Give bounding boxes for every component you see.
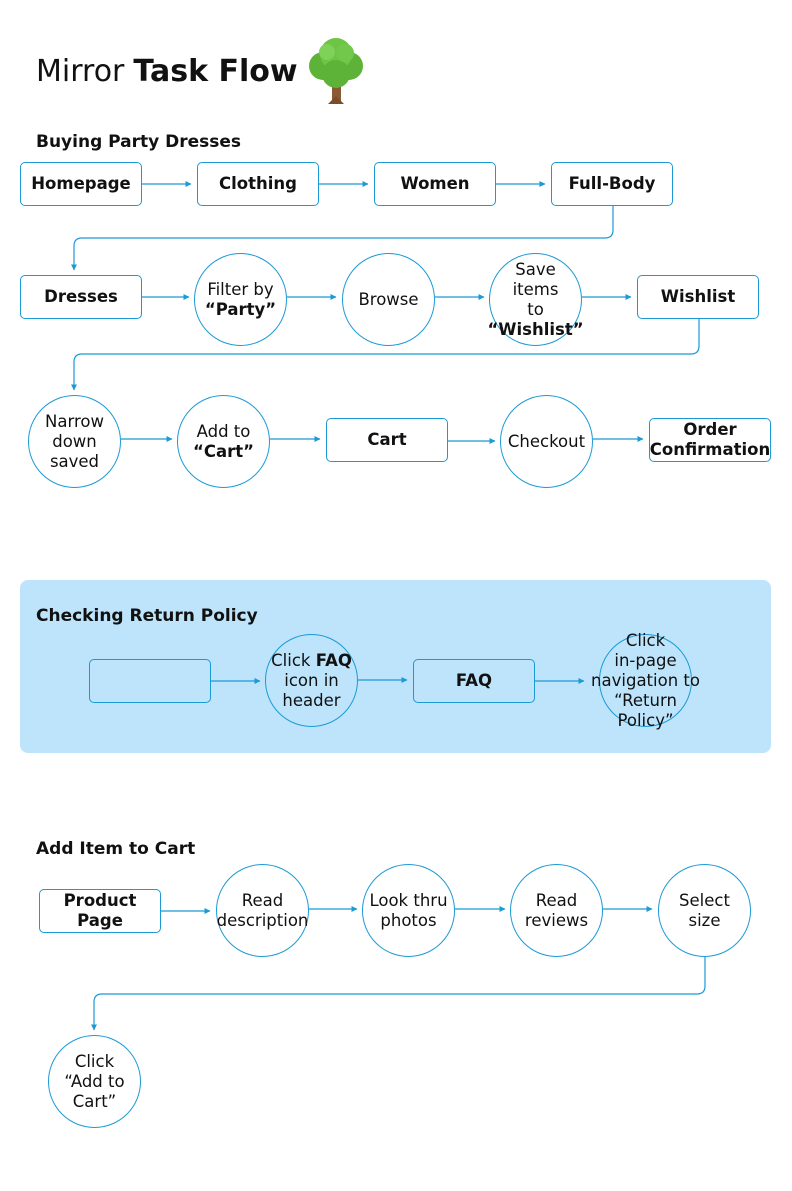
node-faq: FAQ <box>413 659 535 703</box>
flow-title-buying: Buying Party Dresses <box>36 132 242 152</box>
page-title: Mirror Task Flow <box>36 36 365 106</box>
flow-title-add-to-cart: Add Item to Cart <box>36 839 196 859</box>
node-checkout: Checkout <box>500 395 593 488</box>
node-dresses: Dresses <box>20 275 142 319</box>
title-light: Mirror <box>36 53 125 89</box>
title-bold: Task Flow <box>133 53 298 89</box>
node-add-to-cart: Add to“Cart” <box>177 395 270 488</box>
node-browse: Browse <box>342 253 435 346</box>
node-homepage: Homepage <box>20 162 142 206</box>
node-cart: Cart <box>326 418 448 462</box>
node-clothing: Clothing <box>197 162 319 206</box>
node-product-page: Product Page <box>39 889 161 933</box>
flow-title-return: Checking Return Policy <box>36 606 258 626</box>
node-wishlist: Wishlist <box>637 275 759 319</box>
arrow <box>91 957 706 1031</box>
node-filter-party: Filter by“Party” <box>194 253 287 346</box>
node-full-body: Full-Body <box>551 162 673 206</box>
node-women: Women <box>374 162 496 206</box>
tree-icon <box>308 38 363 104</box>
node-return-homepage <box>89 659 211 703</box>
